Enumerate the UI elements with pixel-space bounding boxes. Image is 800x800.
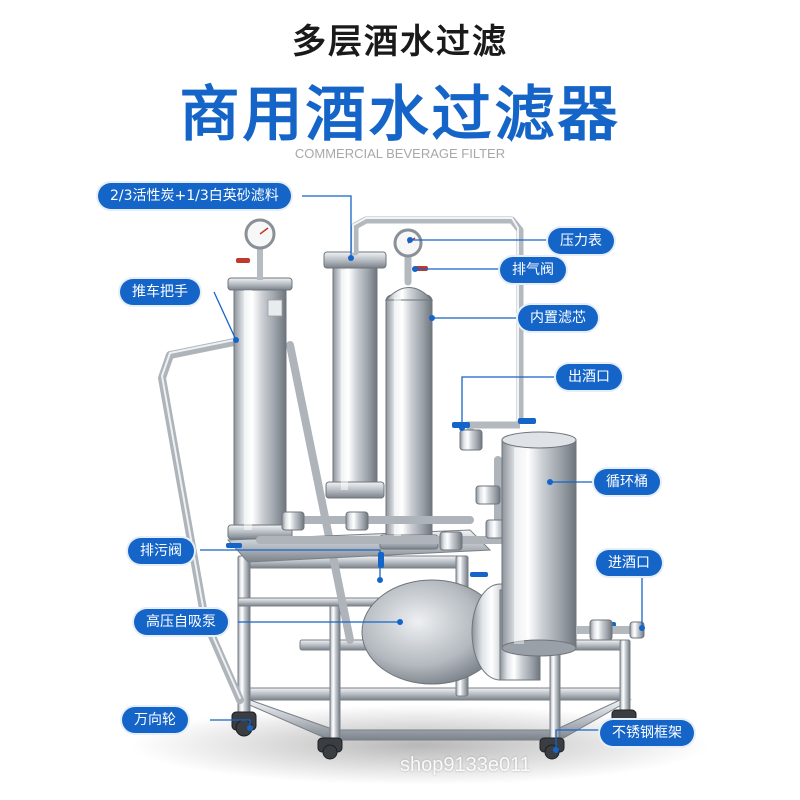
callout-inner-cartridge: 内置滤芯	[518, 305, 598, 331]
callout-circulation-tank: 循环桶	[594, 469, 660, 495]
top-pipework	[351, 216, 524, 424]
pressure-gauge-left	[236, 218, 276, 280]
outlet-pipe	[452, 418, 536, 451]
leader-endpoints	[233, 237, 645, 753]
callout-cart-handle: 推车把手	[120, 279, 200, 305]
callout-wine-inlet: 进酒口	[596, 550, 662, 576]
inlet-pipe	[576, 619, 645, 641]
callout-drain-valve: 排污阀	[128, 538, 194, 564]
circulation-tank	[501, 431, 577, 657]
page-title-main: 商用酒水过滤器	[179, 80, 621, 150]
page-title-top: 多层酒水过滤	[292, 22, 508, 62]
watermark: shop9133e011	[400, 754, 531, 776]
callout-filter-media: 2/3活性炭+1/3白英砂滤料	[98, 183, 291, 209]
filter-housing-right	[379, 287, 439, 550]
callout-pump: 高压自吸泵	[134, 609, 228, 635]
callout-pressure-gauge: 压力表	[548, 228, 614, 254]
filter-housing-left	[227, 277, 293, 540]
callout-wine-outlet: 出酒口	[556, 364, 622, 390]
pressure-gauge-middle	[393, 228, 428, 271]
callout-vent-valve: 排气阀	[500, 257, 566, 283]
callout-frame: 不锈钢框架	[600, 720, 694, 746]
page-subtitle: COMMERCIAL BEVERAGE FILTER	[294, 146, 506, 161]
callout-caster: 万向轮	[122, 707, 188, 733]
filter-housing-middle	[323, 251, 387, 499]
callout-leaders	[200, 195, 643, 750]
